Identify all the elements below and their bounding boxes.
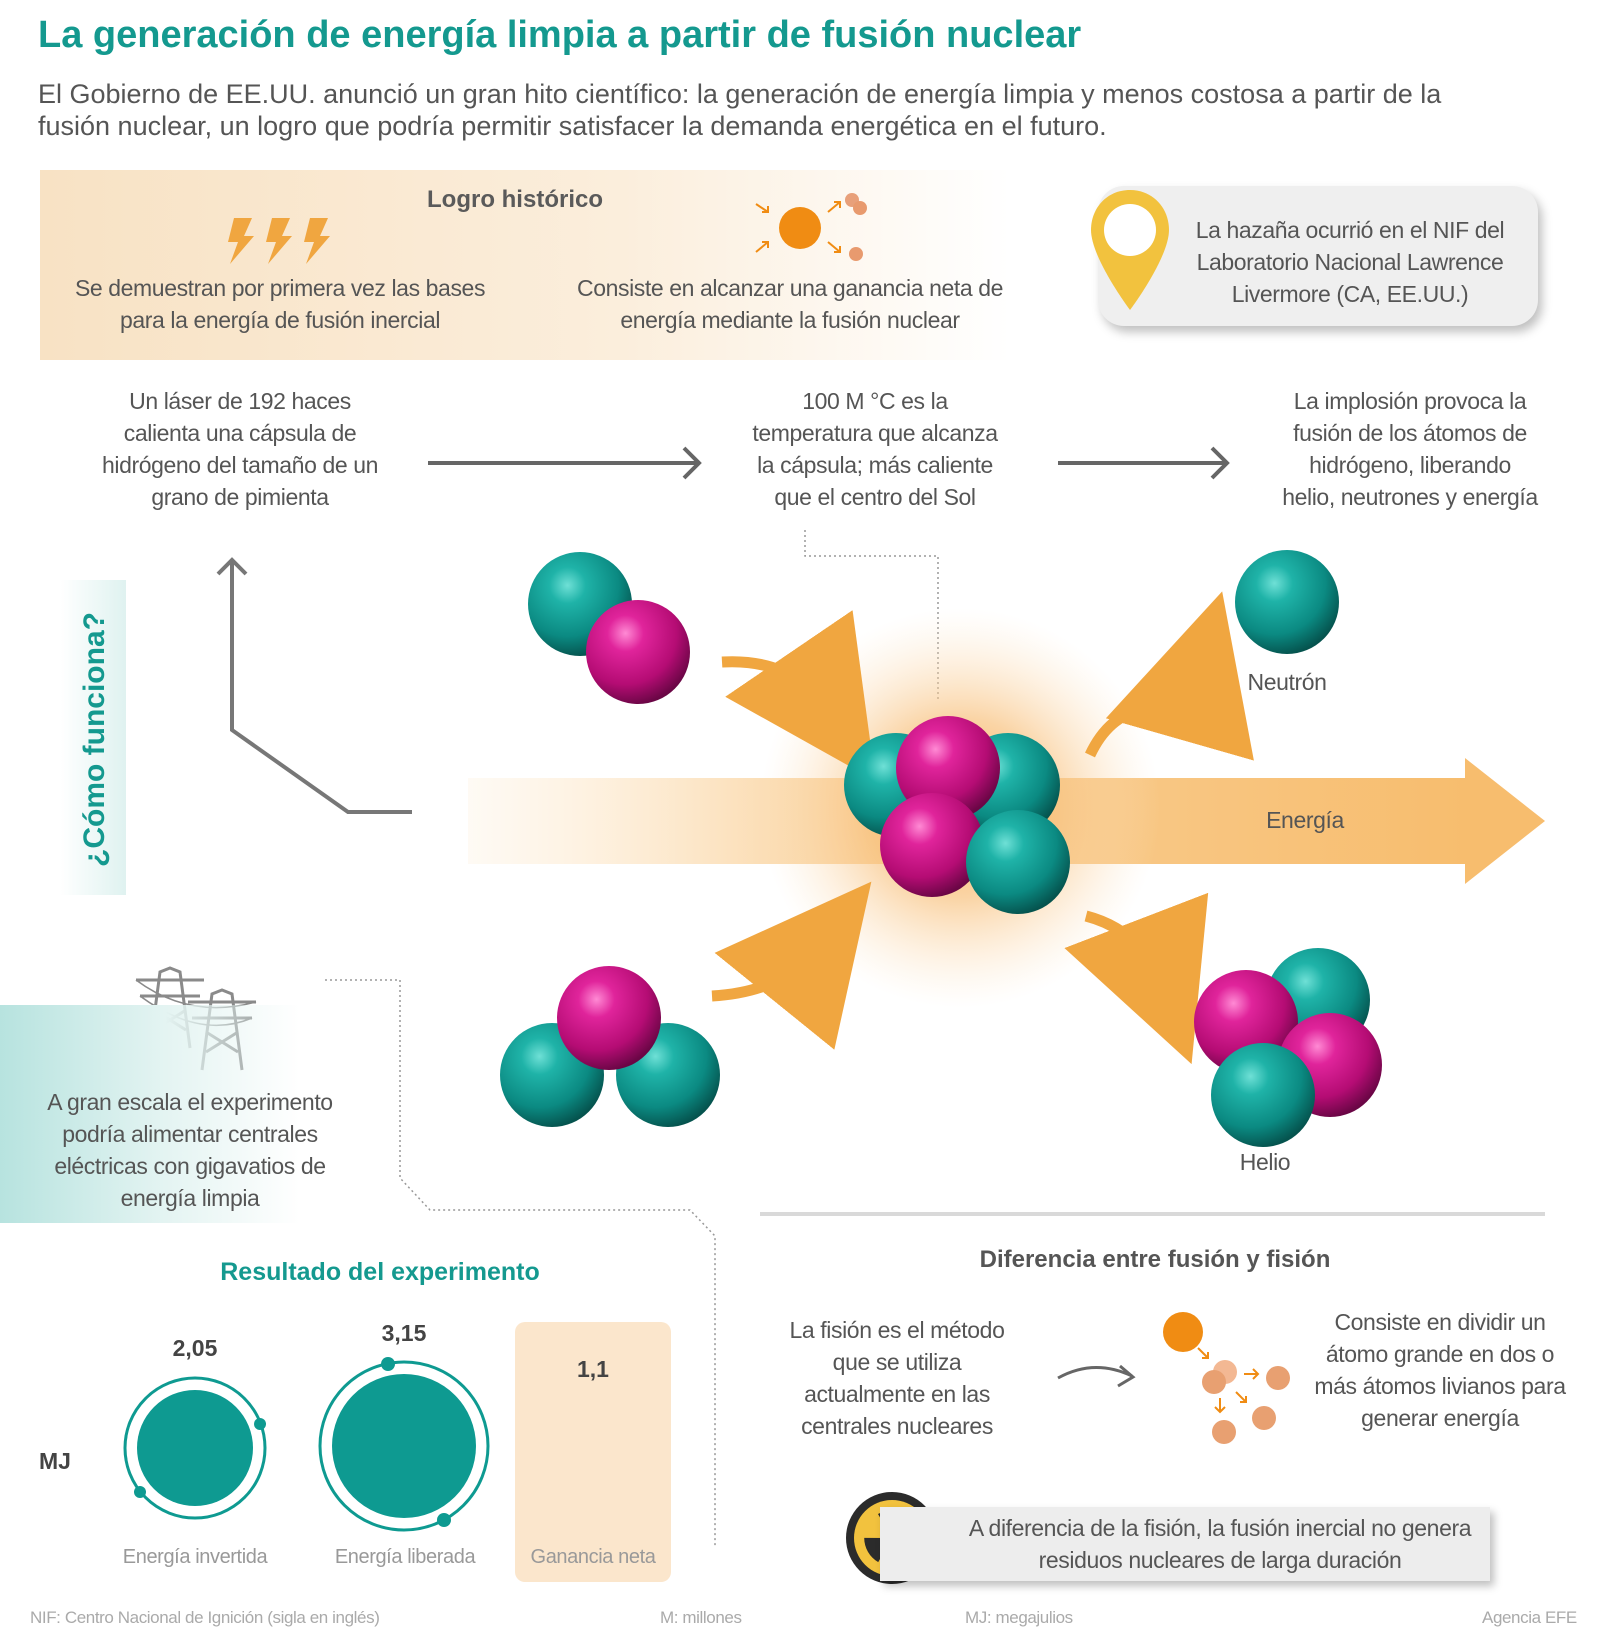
fision-right-text: Consiste en dividir un átomo grande en d… (1314, 1309, 1566, 1431)
logro-title: Logro histórico (427, 186, 603, 213)
gran-escala-box (0, 1005, 300, 1223)
step-arrow-2 (1058, 446, 1230, 480)
incoming-arrow-top (721, 610, 876, 781)
helium-atom (1194, 948, 1382, 1147)
fission-icon (1163, 1312, 1290, 1444)
location-text: La hazaña ocurrió en el NIF del Laborato… (1195, 217, 1505, 307)
neutron-arrow (1085, 591, 1254, 761)
energy-label: Energía (1266, 807, 1344, 833)
map-pin-icon (1091, 190, 1169, 310)
step-2-text: 100 M °C es la temperatura que alcanza l… (752, 388, 998, 510)
residuos-card (880, 1507, 1490, 1581)
ganancia-highlight (515, 1322, 671, 1582)
diferencia-title: Diferencia entre fusión y fisión (979, 1246, 1331, 1273)
results-dotted-border (325, 979, 716, 1548)
value-ganancia: 1,1 (577, 1356, 609, 1382)
value-invertida: 2,05 (172, 1335, 218, 1361)
page-title: La generación de energía limpia a partir… (38, 14, 1082, 56)
residuos-text: A diferencia de la fisión, la fusión ine… (968, 1515, 1472, 1573)
helium-arrow (1064, 892, 1209, 1065)
logro-item-2: Consiste en alcanzar una ganancia neta d… (576, 275, 1004, 333)
label-ganancia: Ganancia neta (530, 1546, 656, 1568)
footer-mj: MJ: megajulios (965, 1608, 1073, 1627)
side-label-bg (60, 580, 126, 895)
fission-arrow (1057, 1364, 1136, 1388)
fusion-reaction-icon (755, 193, 867, 261)
lightning-icon (228, 218, 330, 264)
location-card (1098, 186, 1538, 326)
step-3-text: La implosión provoca la fusión de los át… (1282, 388, 1538, 510)
fusion-cluster (844, 716, 1070, 914)
footer-m: M: millones (660, 1608, 742, 1627)
result-circle-invertida (123, 1376, 267, 1520)
laser-path-connector (216, 557, 412, 814)
helium-label: Helio (1239, 1149, 1291, 1175)
label-liberada: Energía liberada (334, 1546, 476, 1568)
footer-nif: NIF: Centro Nacional de Ignición (sigla … (30, 1608, 380, 1627)
value-liberada: 3,15 (381, 1320, 427, 1346)
incoming-arrow-bottom (711, 881, 872, 1050)
neutron-particle (1235, 550, 1339, 654)
resultado-title: Resultado del experimento (220, 1258, 540, 1286)
gran-escala-text: A gran escala el experimento podría alim… (47, 1089, 333, 1211)
fision-left-text: La fisión es el método que se utiliza ac… (789, 1317, 1005, 1439)
label-invertida: Energía invertida (122, 1546, 268, 1568)
footer-source: Agencia EFE (1482, 1608, 1577, 1627)
page-subtitle: El Gobierno de EE.UU. anunció un gran hi… (38, 79, 1442, 141)
neutron-label: Neutrón (1247, 669, 1327, 695)
resultado-unit: MJ (39, 1448, 71, 1474)
deuterium-atom (528, 552, 690, 704)
logro-item-1: Se demuestran por primera vez las bases … (74, 275, 486, 333)
result-circle-liberada (318, 1357, 490, 1532)
tritium-atom (500, 966, 720, 1127)
step-1-text: Un láser de 192 haces calienta una cápsu… (101, 388, 379, 510)
step-arrow-1 (428, 446, 702, 480)
